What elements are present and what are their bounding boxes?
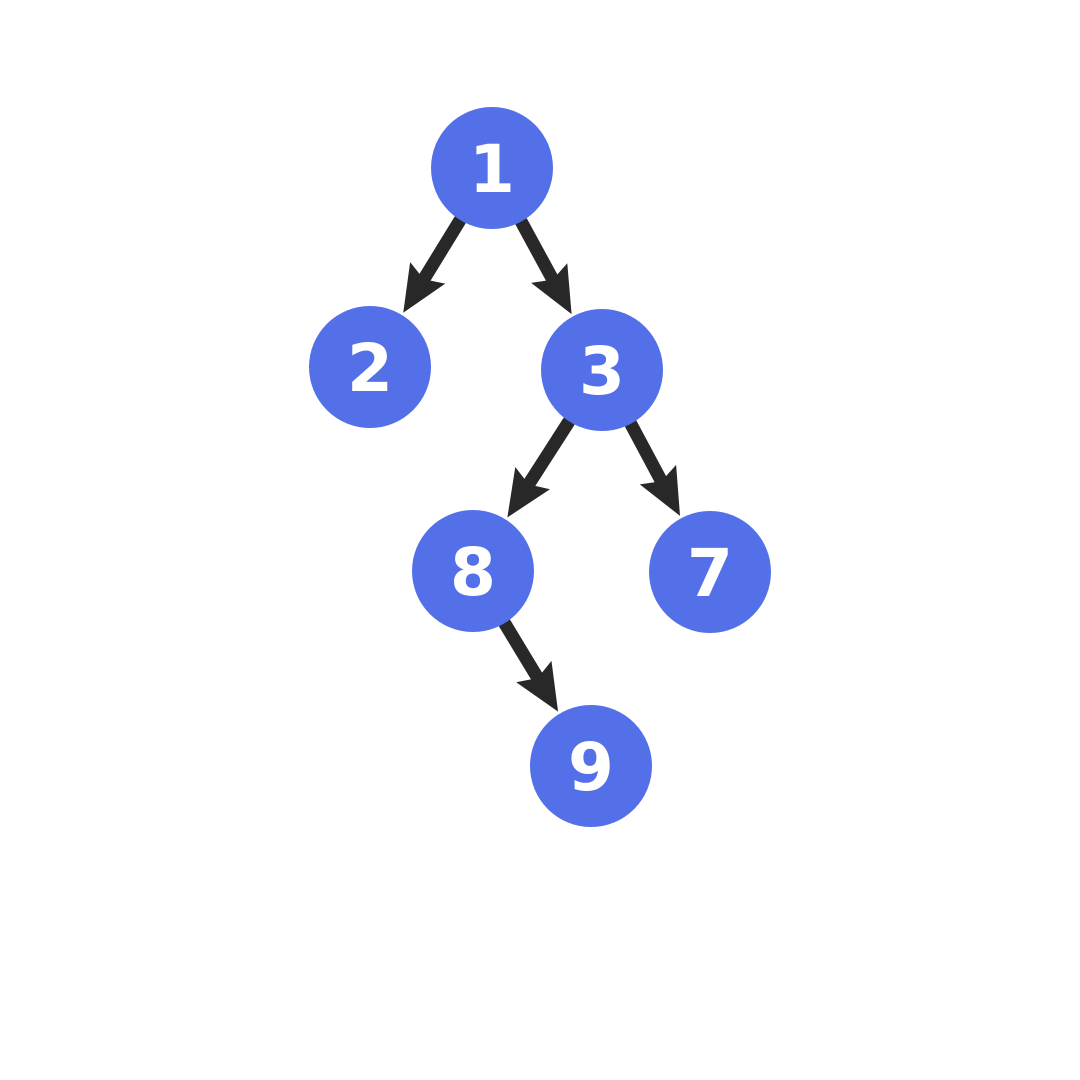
- tree-node-7: 7: [649, 511, 771, 633]
- tree-node-label: 8: [450, 534, 496, 611]
- tree-edge-8-9: [498, 617, 559, 712]
- tree-node-label: 3: [579, 333, 625, 410]
- tree-node-circle: [412, 510, 534, 632]
- tree-node-8: 8: [412, 510, 534, 632]
- nodes-layer: 1 2 3 8 7 9: [309, 107, 771, 827]
- tree-node-label: 9: [568, 729, 614, 806]
- tree-node-circle: [431, 107, 553, 229]
- tree-node-9: 9: [530, 705, 652, 827]
- tree-node-label: 7: [687, 535, 733, 612]
- tree-node-1: 1: [431, 107, 553, 229]
- tree-edge-3-8: [507, 415, 576, 518]
- edges-layer: [403, 214, 681, 712]
- tree-edge-1-3: [515, 215, 572, 315]
- tree-node-circle: [530, 705, 652, 827]
- tree-edge-3-7: [624, 418, 681, 516]
- tree-node-3: 3: [541, 309, 663, 431]
- tree-edge-1-2: [403, 214, 467, 313]
- tree-node-circle: [541, 309, 663, 431]
- tree-node-circle: [649, 511, 771, 633]
- tree-node-circle: [309, 306, 431, 428]
- tree-node-label: 2: [347, 330, 393, 407]
- tree-node-2: 2: [309, 306, 431, 428]
- tree-node-label: 1: [469, 131, 515, 208]
